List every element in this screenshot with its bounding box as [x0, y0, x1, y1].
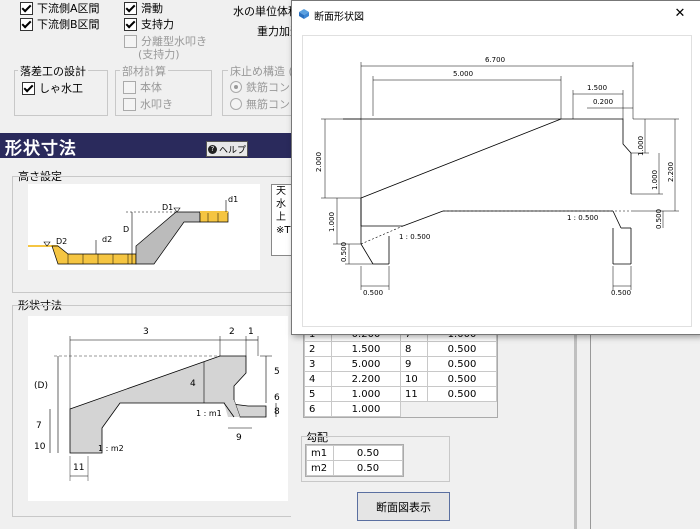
svg-text:3: 3 — [143, 327, 149, 337]
member-calc-title: 部材計算 — [120, 63, 168, 79]
help-icon: ? — [207, 144, 217, 154]
app-icon — [299, 9, 309, 19]
shisui-checkbox[interactable]: しゃ水工 — [22, 80, 83, 96]
slope-title: 勾配 — [306, 431, 328, 444]
dimension-table: 1 0.200 7 1.000 2 1.500 8 0.500 3 5.000 … — [303, 325, 498, 418]
section-drawing: 6.700 5.000 1.500 0.200 2.000 1.000 0.50… — [315, 56, 679, 297]
drop-design-title: 落差工の設計 — [18, 63, 88, 79]
slope-group — [301, 436, 450, 482]
svg-text:1 : m1: 1 : m1 — [196, 409, 222, 418]
svg-text:6: 6 — [274, 393, 280, 403]
dim-right-upper: 1.000 — [637, 136, 645, 156]
svg-text:1 : m2: 1 : m2 — [98, 444, 124, 453]
separate-apron-checkbox[interactable]: 分離型水叩き — [124, 33, 207, 49]
dim-crest-width: 1.500 — [587, 84, 607, 92]
label-D: D — [123, 225, 129, 234]
gravity-label: 重力加速 — [257, 25, 301, 38]
slope-table: m1 0.50 m2 0.50 — [305, 444, 404, 477]
dim-bottom-right-width: 0.500 — [611, 289, 631, 297]
water-weight-label: 水の単位体積重 — [233, 5, 310, 18]
label-D2: D2 — [56, 237, 67, 246]
table-row: 6 1.000 — [304, 401, 497, 417]
check-icon — [20, 17, 33, 31]
svg-text:9: 9 — [236, 433, 242, 443]
height-diagram: D1 d1 D D2 d2 — [28, 184, 260, 270]
check-icon — [20, 1, 33, 15]
svg-text:4: 4 — [190, 379, 196, 389]
label-D1: D1 — [162, 203, 173, 212]
table-row: 5 1.000 11 0.500 — [304, 386, 497, 402]
table-row: 4 2.200 10 0.500 — [304, 371, 497, 387]
slope-right-label: 1 : 0.500 — [567, 214, 598, 222]
label-d2: d2 — [102, 235, 112, 244]
svg-text:10: 10 — [34, 442, 46, 452]
dim-left-height: 2.000 — [315, 152, 323, 172]
dim-top-step: 0.200 — [593, 98, 613, 106]
rc-radio[interactable]: 鉄筋コン — [230, 79, 290, 95]
apron-checkbox[interactable]: 水叩き — [123, 96, 173, 112]
dim-left-bottom: 0.500 — [340, 242, 348, 262]
dim-total-width: 6.700 — [485, 56, 505, 64]
dim-bottom-left-width: 0.500 — [363, 289, 383, 297]
sliding-checkbox[interactable]: 滑動 — [124, 0, 163, 16]
downstream-b-checkbox[interactable]: 下流側B区間 — [20, 16, 100, 32]
downstream-a-checkbox[interactable]: 下流側A区間 — [20, 0, 100, 16]
dim-right-lower: 1.000 — [651, 170, 659, 190]
check-icon — [22, 81, 35, 95]
table-row: 2 1.500 8 0.500 — [304, 341, 497, 357]
label-d1: d1 — [228, 195, 238, 204]
window-titlebar[interactable]: 断面形状図 ✕ — [292, 1, 700, 29]
dim-left-lower: 1.000 — [328, 212, 336, 232]
check-icon — [124, 17, 137, 31]
section-view-window: 断面形状図 ✕ — [291, 0, 700, 335]
separate-apron-sub: (支持力) — [138, 48, 180, 61]
dim-right-total: 2.200 — [667, 162, 675, 182]
help-button[interactable]: ? ヘルプ — [206, 141, 248, 157]
svg-text:5: 5 — [274, 367, 280, 377]
table-row: m1 0.50 — [306, 445, 403, 461]
slope-left-label: 1 : 0.500 — [399, 233, 430, 241]
dim-right-bottom: 0.500 — [655, 209, 663, 229]
banner-title: 形状寸法 — [5, 139, 77, 159]
svg-text:11: 11 — [73, 463, 84, 473]
svg-text:1: 1 — [248, 327, 254, 337]
vertical-splitter — [574, 333, 577, 529]
plain-concrete-radio[interactable]: 無筋コン — [230, 96, 290, 112]
shape-diagram: 3 2 1 (D) 4 5 6 8 9 7 10 11 1 : m1 1 : m… — [28, 316, 288, 501]
dim-slope-width: 5.000 — [453, 70, 473, 78]
close-button[interactable]: ✕ — [674, 6, 686, 21]
svg-text:7: 7 — [36, 421, 42, 431]
check-icon — [124, 1, 137, 15]
body-checkbox[interactable]: 本体 — [123, 79, 162, 95]
table-row: m2 0.50 — [306, 460, 403, 476]
svg-text:(D): (D) — [34, 381, 48, 391]
svg-text:8: 8 — [274, 407, 280, 417]
section-canvas: 6.700 5.000 1.500 0.200 2.000 1.000 0.50… — [302, 35, 692, 327]
table-row: 3 5.000 9 0.500 — [304, 356, 497, 372]
window-title: 断面形状図 — [314, 12, 364, 23]
svg-text:2: 2 — [229, 327, 235, 337]
bearing-checkbox[interactable]: 支持力 — [124, 16, 174, 32]
show-section-button[interactable]: 断面図表示 — [357, 492, 450, 521]
